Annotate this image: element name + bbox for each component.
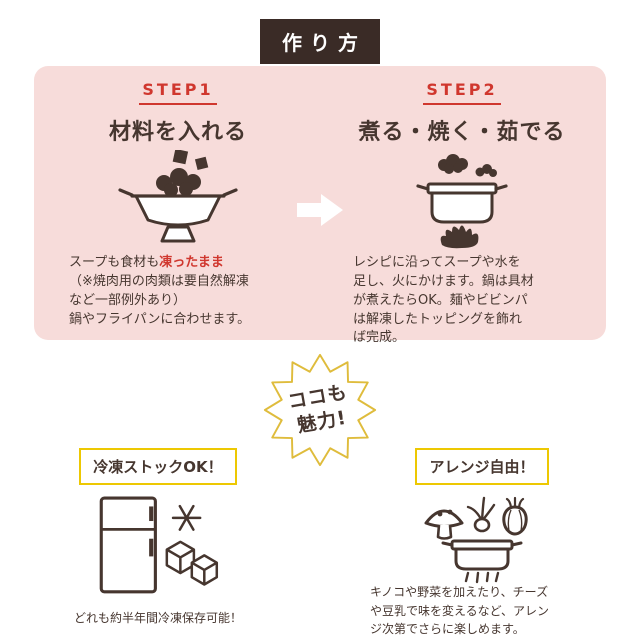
starburst-badge: ココも 魅力! xyxy=(262,352,378,468)
arrange-caption: キノコや野菜を加えたり、チーズ や豆乳で味を変えるなど、アレン ジ次第でさらに楽… xyxy=(370,585,550,637)
onion-icon xyxy=(502,496,528,536)
step1-label-wrap: STEP1 xyxy=(58,80,298,105)
frozen-stock-title: 冷凍ストックOK！ xyxy=(79,448,237,485)
mushroom-icon xyxy=(424,509,464,540)
steps-panel: STEP1 材料を入れる スープも xyxy=(34,66,606,345)
step1-desc-pre: スープも食材も xyxy=(69,255,160,270)
arrange-title: アレンジ自由！ xyxy=(415,448,549,485)
step2-description: レシピに沿ってスープや水を 足し、火にかけます。鍋は具材 が煮えたらOK。麺やビ… xyxy=(353,255,534,346)
step1-pan-icon xyxy=(58,148,298,248)
starburst-icon xyxy=(263,353,377,467)
fridge-snowflake-ice-cubes-icon xyxy=(28,495,288,597)
step1-desc-post: （※焼肉用の肉類は要自然解凍 など一部例外あり） 鍋やフライパンに合わせます。 xyxy=(69,273,251,327)
step1-description: スープも食材も凍ったまま （※焼肉用の肉類は要自然解凍 など一部例外あり） 鍋や… xyxy=(69,254,287,329)
frozen-stock-caption: どれも約半年間冷凍保存可能！ xyxy=(73,611,242,625)
step2-label-wrap: STEP2 xyxy=(342,80,582,105)
flame-icon xyxy=(440,225,479,249)
step1-desc-highlight: 凍ったまま xyxy=(159,255,224,270)
step2-pot-icon xyxy=(342,150,582,249)
step1-label: STEP1 xyxy=(139,80,217,105)
ice-cubes-icon xyxy=(165,540,218,586)
steam-icon xyxy=(438,154,497,177)
page-title-text: 作り方 xyxy=(282,31,366,55)
step2-heading: 煮る・焼く・茹でる xyxy=(358,120,566,145)
small-pot-icon xyxy=(441,539,523,584)
right-arrow-icon xyxy=(297,194,343,230)
fridge-icon xyxy=(99,496,157,594)
pot-with-vegetables-icon xyxy=(352,491,612,584)
sprout-icon xyxy=(466,496,496,533)
step2-label: STEP2 xyxy=(423,80,501,105)
feature-frozen-stock: 冷凍ストックOK！ どれも約半年間冷凍保存可能 xyxy=(28,448,288,628)
feature-arrange: アレンジ自由！ xyxy=(352,448,612,639)
snowflake-icon xyxy=(171,504,201,531)
step1-heading: 材料を入れる xyxy=(108,120,247,145)
step2-section: STEP2 煮る・焼く・茹でる レシピに沿ってスープや水を 足し、 xyxy=(342,80,582,348)
step1-section: STEP1 材料を入れる スープも xyxy=(58,80,298,329)
page-title: 作り方 xyxy=(260,19,380,64)
